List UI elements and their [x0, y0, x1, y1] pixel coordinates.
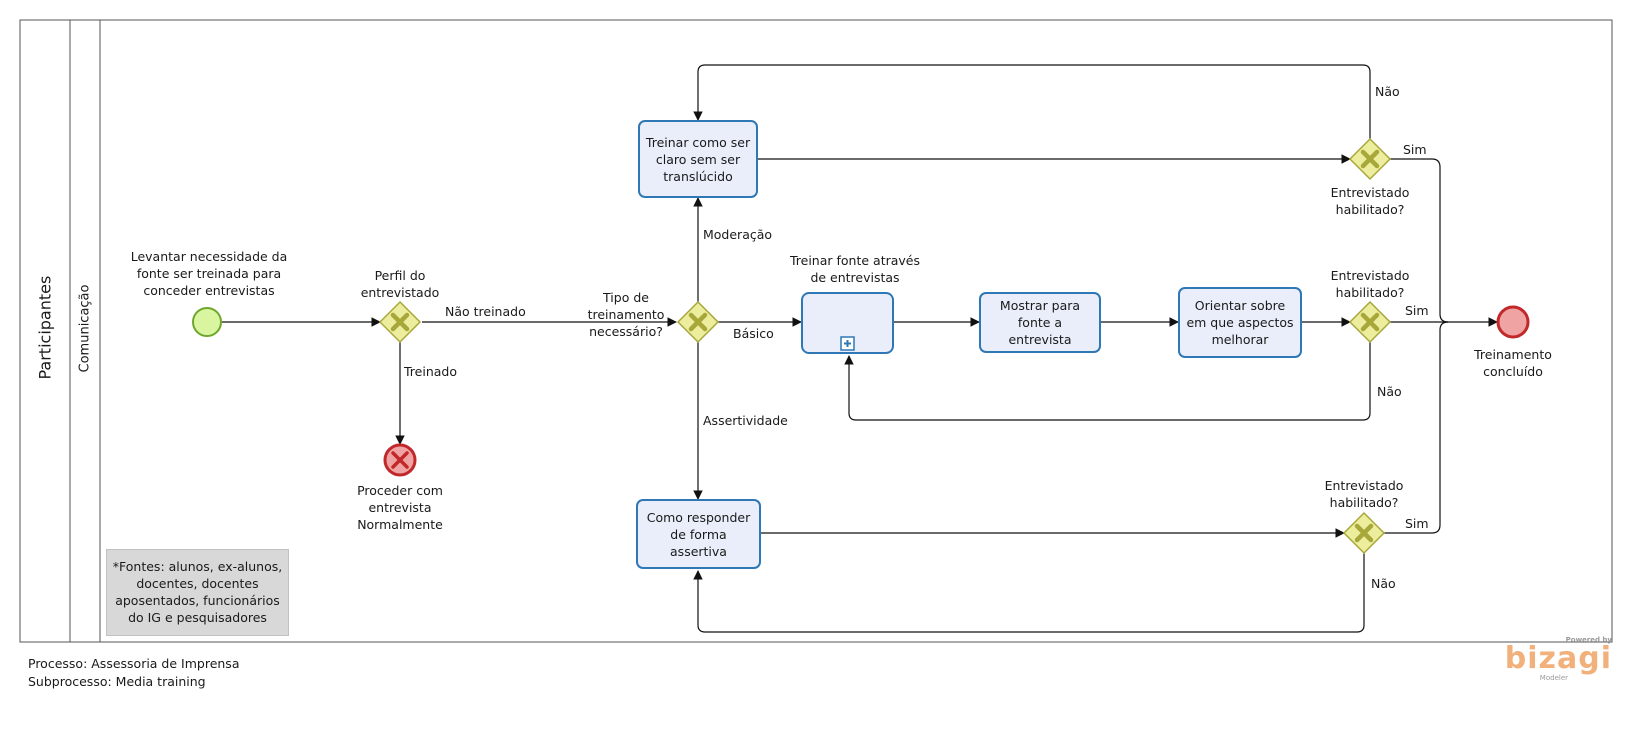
task-claro-label: Treinar como ser claro sem ser translúci…	[645, 134, 751, 184]
flow-label-basico: Básico	[733, 326, 774, 341]
gateway-hab-mid-label: Entrevistado habilitado?	[1330, 268, 1410, 300]
gateway-perfil-label: Perfil do entrevistado	[360, 268, 440, 300]
error-end-label: Proceder com entrevista Normalmente	[357, 483, 443, 532]
logo-powered-by: Powered by	[1565, 636, 1612, 644]
flow-label-top-sim: Sim	[1403, 142, 1427, 157]
flow-label-treinado: Treinado	[404, 364, 457, 379]
task-orientar[interactable]: Orientar sobre em que aspectos melhorar	[1178, 287, 1302, 358]
task-claro[interactable]: Treinar como ser claro sem ser translúci…	[638, 120, 758, 198]
flow-label-nao-treinado: Não treinado	[445, 304, 526, 319]
task-mostrar-label: Mostrar para fonte a entrevista	[999, 298, 1081, 347]
flow-label-bot-sim: Sim	[1405, 516, 1429, 531]
gateway-hab-mid[interactable]	[1348, 300, 1392, 344]
start-event[interactable]	[192, 307, 222, 337]
flow-label-mid-nao: Não	[1377, 384, 1402, 399]
gateway-hab-bot-label: Entrevistado habilitado?	[1324, 478, 1404, 510]
flow-bot-nao-loop[interactable]	[693, 553, 1365, 633]
footer-subprocesso: Subprocesso: Media training	[28, 674, 206, 689]
flow-label-bot-nao: Não	[1371, 576, 1396, 591]
flow-label-moderacao: Moderação	[703, 227, 773, 242]
gateway-tipo[interactable]	[676, 300, 720, 344]
footer-processo: Processo: Assessoria de Imprensa	[28, 656, 240, 671]
subprocess-title: Treinar fonte através de entrevistas	[789, 253, 921, 285]
task-orientar-label: Orientar sobre em que aspectos melhorar	[1186, 298, 1294, 347]
sources-note-text: *Fontes: alunos, ex-alunos, docentes, do…	[112, 559, 283, 625]
start-event-label: Levantar necessidade da fonte ser treina…	[130, 249, 288, 298]
gateway-hab-top[interactable]	[1348, 137, 1392, 181]
gateway-tipo-label: Tipo de treinamento necessário?	[587, 290, 665, 339]
flow-label-assertividade: Assertividade	[703, 413, 788, 428]
end-event-label: Treinamento concluído	[1474, 347, 1552, 379]
task-assertiva[interactable]: Como responder de forma assertiva	[636, 499, 761, 569]
flow-top-sim[interactable]	[1390, 158, 1449, 323]
bizagi-logo: Powered by bizagi Modeler	[1505, 636, 1612, 682]
flow-mid-nao-loop[interactable]	[844, 342, 1371, 421]
logo-brand: bizagi	[1504, 641, 1612, 676]
end-event[interactable]	[1496, 305, 1530, 339]
lane-label: Comunicação	[77, 284, 93, 373]
flow-bot-sim[interactable]	[1384, 321, 1449, 534]
gateway-hab-bot[interactable]	[1342, 511, 1386, 555]
flow-top-nao-loop[interactable]	[693, 64, 1371, 139]
task-assertiva-label: Como responder de forma assertiva	[646, 509, 751, 559]
subprocess-treinar-fonte[interactable]	[801, 292, 894, 354]
pool-label: Participantes	[35, 275, 55, 380]
gateway-perfil[interactable]	[378, 300, 422, 344]
gateway-hab-top-label: Entrevistado habilitado?	[1330, 185, 1410, 217]
sources-note: *Fontes: alunos, ex-alunos, docentes, do…	[106, 549, 289, 636]
logo-product: Modeler	[1539, 674, 1568, 682]
flow-label-top-nao: Não	[1375, 84, 1400, 99]
task-mostrar[interactable]: Mostrar para fonte a entrevista	[979, 292, 1101, 353]
sequence-flows	[222, 64, 1498, 633]
error-end-event[interactable]	[383, 443, 417, 477]
flow-label-mid-sim: Sim	[1405, 303, 1429, 318]
